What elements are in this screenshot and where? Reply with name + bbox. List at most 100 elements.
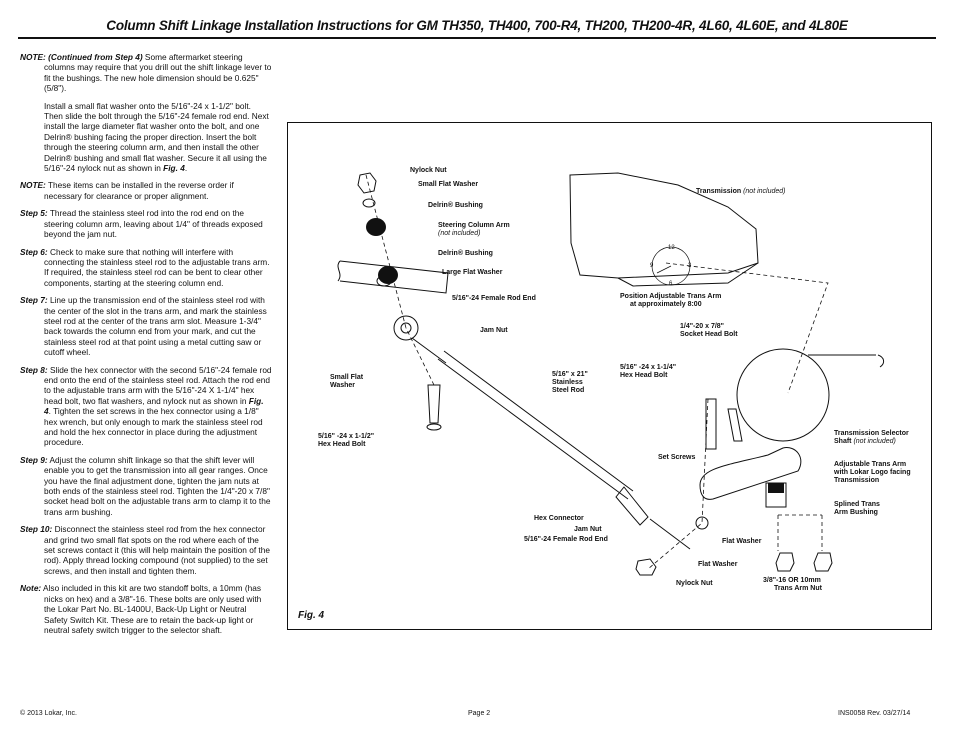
step-9: Step 9: Adjust the column shift linkage … xyxy=(20,455,272,517)
note-text: Some aftermarket steering columns may re… xyxy=(44,52,272,94)
splined-bushing-top xyxy=(768,483,784,493)
title-rule xyxy=(18,37,936,39)
label-socket-bolt-1: 1/4"-20 x 7/8" xyxy=(680,323,724,330)
label-female-rod-end-top: 5/16"-24 Female Rod End xyxy=(452,295,536,302)
dash-trans xyxy=(665,262,829,394)
transmission-pan xyxy=(617,262,759,287)
label-selector-shaft-text: Shaft xyxy=(834,438,854,445)
note-order: NOTE: These items can be installed in th… xyxy=(20,180,272,201)
label-position-1: Position Adjustable Trans Arm xyxy=(620,293,722,300)
steering-column-arm xyxy=(339,260,449,294)
label-jam-nut-bottom: Jam Nut xyxy=(574,526,602,533)
clock-3: 3 xyxy=(688,263,692,269)
note-label: NOTE: xyxy=(20,180,46,191)
label-splined-1: Splined Trans xyxy=(834,501,880,508)
step-8: Step 8: Slide the hex connector with the… xyxy=(20,365,272,448)
footer-copyright: © 2013 Lokar, Inc. xyxy=(20,710,77,717)
label-trans-nut-1: 3/8"-16 OR 10mm xyxy=(763,577,821,584)
label-large-flat-washer: Large Flat Washer xyxy=(442,269,503,276)
clock-6: 6 xyxy=(669,281,673,287)
page-title: Column Shift Linkage Installation Instru… xyxy=(106,18,848,33)
flat-washer-shape xyxy=(695,516,709,530)
delrin-bushing-1-shape xyxy=(366,218,386,236)
step-7: Step 7: Line up the transmission end of … xyxy=(20,295,272,357)
label-adj-arm-3: Transmission xyxy=(834,477,880,484)
label-hex-connector: Hex Connector xyxy=(534,515,584,522)
label-transmission: Transmission (not included) xyxy=(696,188,786,196)
figure-4: Nylock Nut Small Flat Washer Delrin® Bus… xyxy=(287,122,932,630)
selector-shaft-lines xyxy=(808,354,885,368)
exploded-diagram xyxy=(337,172,885,576)
dash-stack xyxy=(365,174,407,329)
adjustable-trans-arm-shape xyxy=(699,447,802,500)
label-position-2: at approximately 8:00 xyxy=(630,301,702,308)
hex-bolt-right-shape xyxy=(705,398,717,450)
label-rod-3: Steel Rod xyxy=(552,387,585,394)
column-arm-break xyxy=(337,260,341,282)
dash-left-bolt xyxy=(405,327,435,386)
note-text: Also included in this kit are two stando… xyxy=(41,583,262,635)
label-rod-2: Stainless xyxy=(552,379,583,386)
rod-end-bottom-neck xyxy=(649,518,691,550)
install-text-end: . xyxy=(184,163,188,174)
step-text: Thread the stainless steel rod into the … xyxy=(44,208,263,240)
socket-bolt-shape xyxy=(727,408,743,442)
step-text: Slide the hex connector with the second … xyxy=(44,364,272,406)
rod-end-top-shape xyxy=(393,315,419,341)
label-set-screws: Set Screws xyxy=(658,454,696,461)
assembly-dash-lines xyxy=(365,174,829,570)
fig-ref: Fig. 4 xyxy=(163,163,185,174)
label-steering-column-arm: Steering Column Arm xyxy=(438,222,510,229)
delrin-bushing-2-shape xyxy=(378,266,398,284)
nylock-nut-top-shape xyxy=(357,172,377,194)
step-text-end: . Tighten the set screws in the hex conn… xyxy=(44,406,263,448)
hex-bolt-left-head xyxy=(426,423,442,431)
diagram-lines xyxy=(337,172,885,576)
label-nylock-nut-top: Nylock Nut xyxy=(410,167,447,174)
label-selector-shaft-1: Transmission Selector xyxy=(834,430,909,437)
label-splined-2: Arm Bushing xyxy=(834,509,878,516)
label-trans-nut-2: Trans Arm Nut xyxy=(774,585,822,592)
step-label: Step 5: xyxy=(20,208,48,219)
dash-bottom xyxy=(647,398,709,570)
clock-face xyxy=(651,246,691,286)
step-label: Step 6: xyxy=(20,246,48,257)
label-jam-nut-top: Jam Nut xyxy=(480,327,508,334)
label-small-flat-washer-left-1: Small Flat xyxy=(330,374,364,381)
label-small-flat-washer-top: Small Flat Washer xyxy=(418,181,479,188)
figure-caption: Fig. 4 xyxy=(298,610,325,621)
label-transmission-note: (not included) xyxy=(743,188,786,195)
label-delrin-bushing-1: Delrin® Bushing xyxy=(428,202,483,209)
label-flat-washer-1: Flat Washer xyxy=(722,538,762,545)
step-text: Check to make sure that nothing will int… xyxy=(44,246,270,288)
hex-bolt-left-shape xyxy=(427,384,441,424)
label-socket-bolt-2: Socket Head Bolt xyxy=(680,331,738,338)
small-washer-top-shape xyxy=(362,198,376,208)
fig-ref: Fig. 4 xyxy=(44,395,264,417)
stainless-rod xyxy=(437,350,634,500)
note-continued: NOTE: (Continued from Step 4) Some after… xyxy=(20,52,272,94)
selector-shaft-detail xyxy=(736,348,830,442)
note-label: NOTE: (Continued from Step 4) xyxy=(20,52,143,62)
instructions-column: NOTE: (Continued from Step 4) Some after… xyxy=(20,52,272,642)
trans-nut-3-8-shape xyxy=(775,552,795,572)
label-selector-shaft-2: Shaft (not included) xyxy=(834,438,896,446)
label-hex-bolt-right-1: 5/16" -24 x 1-1/4" xyxy=(620,364,677,371)
note-standoff: Note: Also included in this kit are two … xyxy=(20,583,272,635)
label-flat-washer-2: Flat Washer xyxy=(698,561,738,568)
hex-connector-shape xyxy=(615,486,649,526)
label-delrin-bushing-2: Delrin® Bushing xyxy=(438,250,493,257)
step-label: Step 10: xyxy=(20,524,53,535)
label-selector-shaft-note: (not included) xyxy=(853,438,896,445)
step-text: Disconnect the stainless steel rod from … xyxy=(44,524,270,576)
dash-nuts xyxy=(777,514,823,551)
label-female-rod-end-bottom: 5/16"-24 Female Rod End xyxy=(524,536,608,543)
rod-end-top-neck xyxy=(411,337,447,364)
step-label: Step 8: xyxy=(20,364,48,375)
step-label: Step 9: xyxy=(20,454,48,465)
clock-9: 9 xyxy=(650,263,654,269)
label-adj-arm-1: Adjustable Trans Arm xyxy=(834,461,907,468)
dark-parts xyxy=(366,218,784,493)
step-text: Line up the transmission end of the stai… xyxy=(44,295,267,358)
footer-doc: INS0058 Rev. 03/27/14 xyxy=(838,710,911,717)
